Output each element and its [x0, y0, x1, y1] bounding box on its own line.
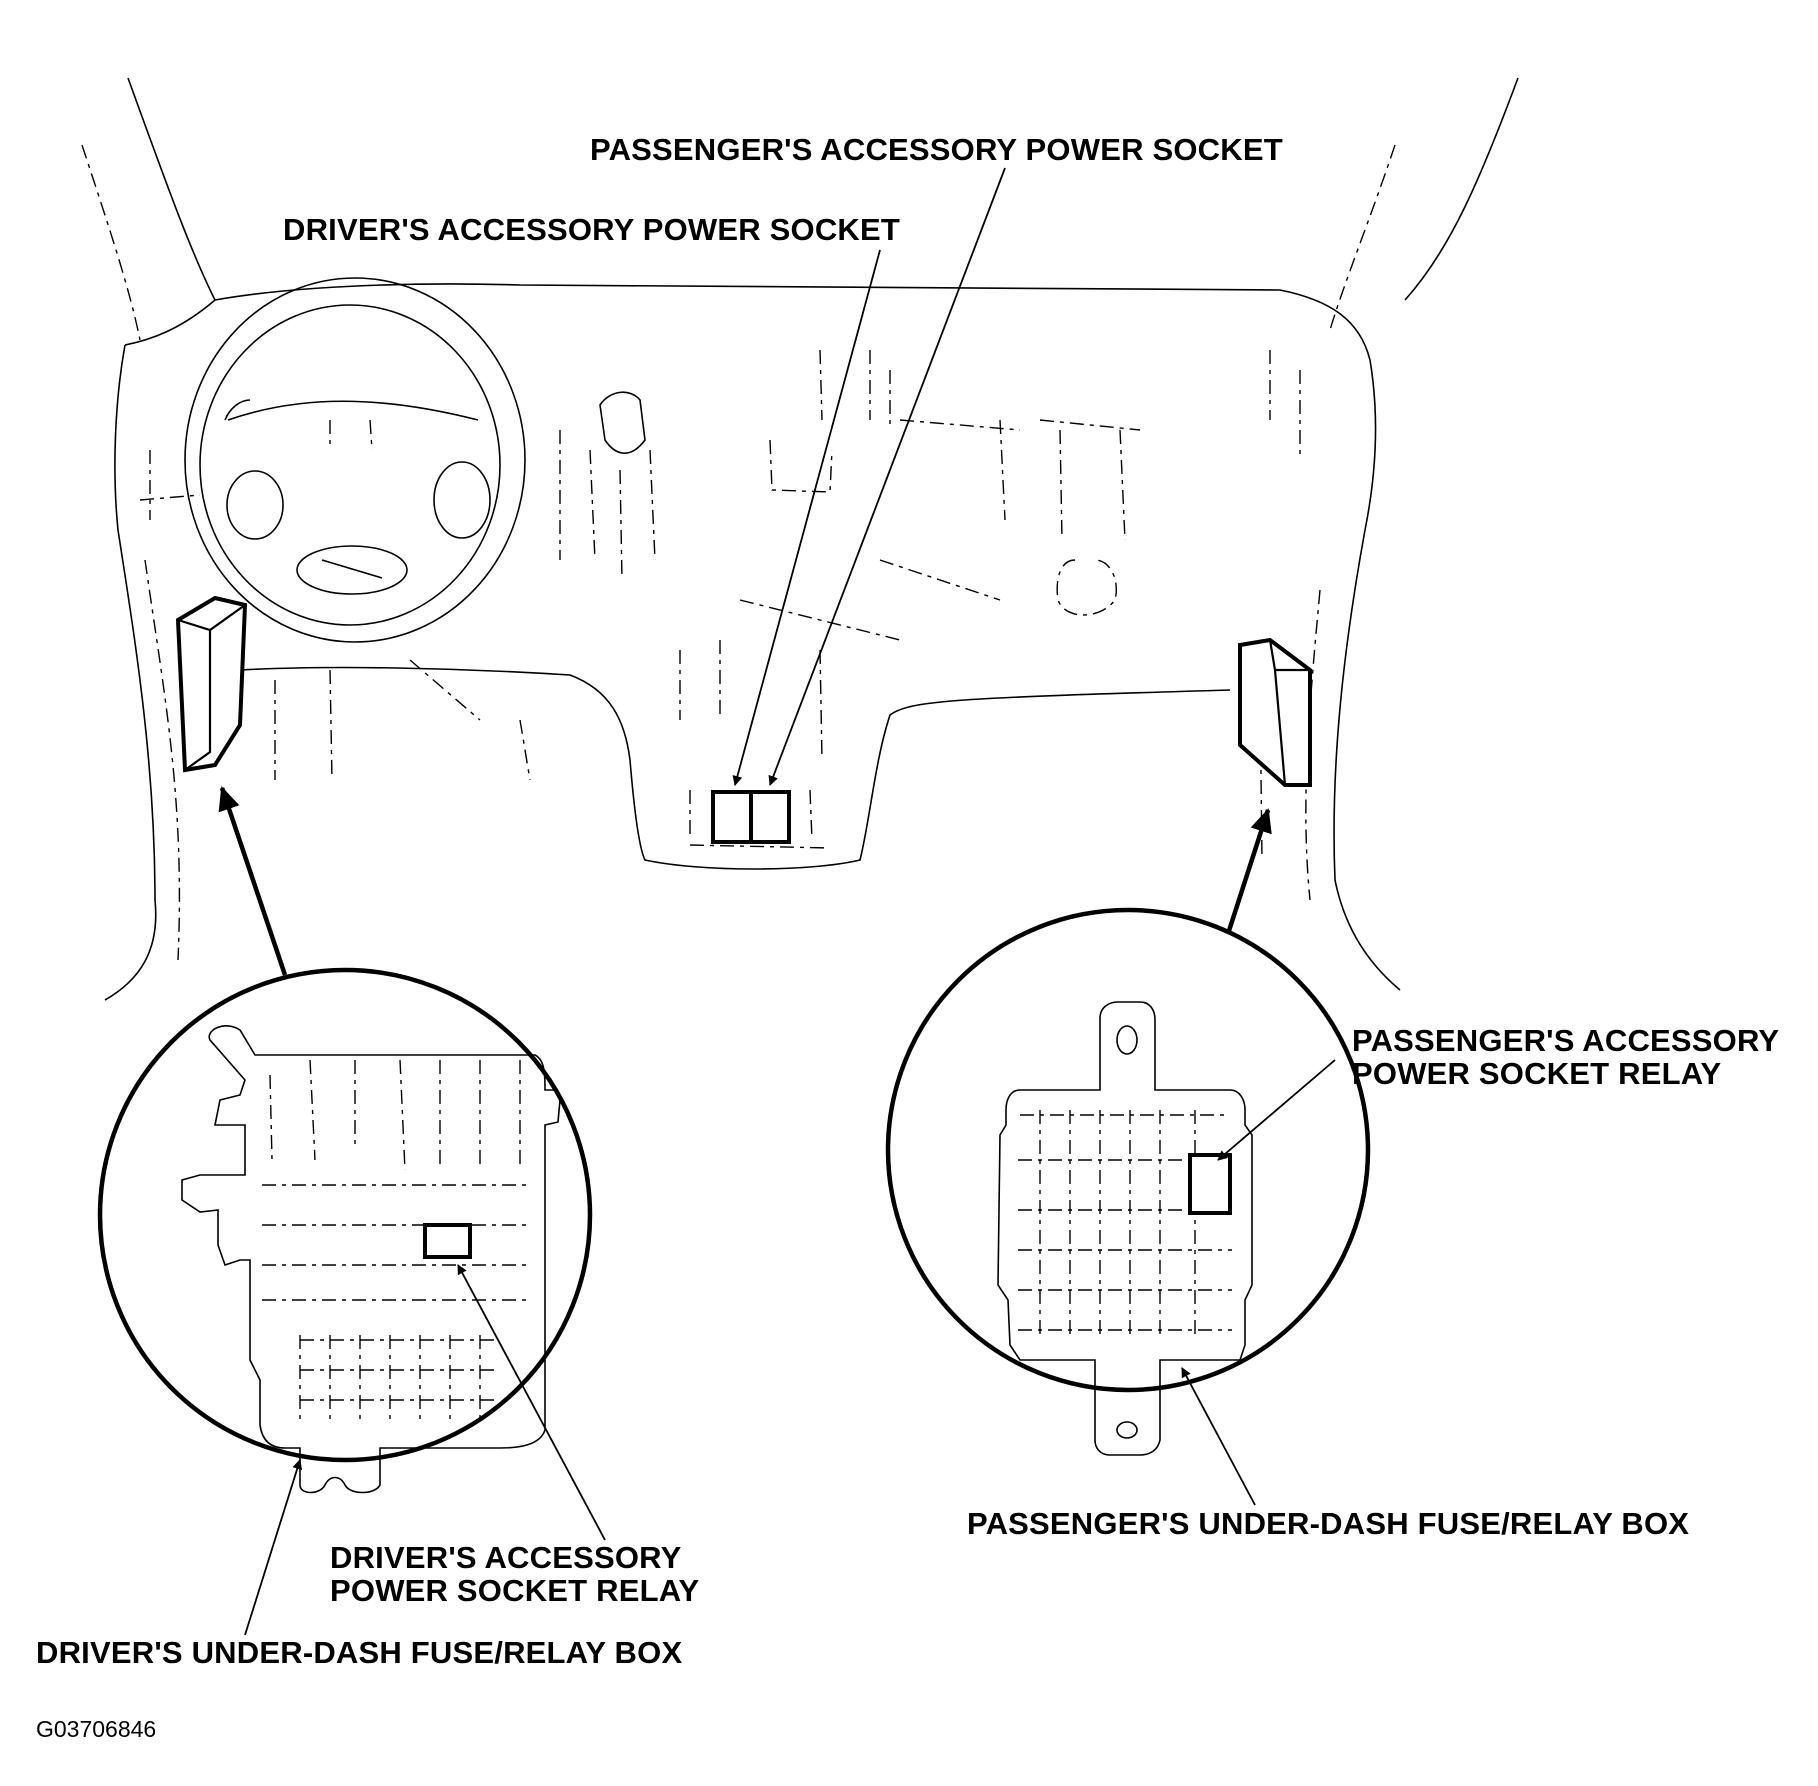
driver-relay-label-line2: POWER SOCKET RELAY — [330, 1572, 700, 1608]
passenger-relay-label-line2: POWER SOCKET RELAY — [1352, 1055, 1722, 1091]
driver-fuse-box-location — [175, 595, 248, 773]
a-pillars — [81, 77, 1519, 341]
steering-wheel — [184, 277, 526, 643]
figure-code: G03706846 — [36, 1716, 157, 1742]
socket-leaders — [732, 167, 1006, 786]
dash-details — [139, 349, 1301, 781]
passenger-fuse-box-location — [1238, 637, 1312, 787]
driver-relay-label-line1: DRIVER'S ACCESSORY — [330, 1540, 682, 1575]
driver-detail-circle — [97, 967, 593, 1494]
label-leaders — [244, 1059, 1336, 1636]
driver-socket-label: DRIVER'S ACCESSORY POWER SOCKET — [283, 212, 901, 247]
passenger-relay-label: PASSENGER'S ACCESSORY POWER SOCKET RELAY — [1352, 1023, 1780, 1091]
accessory-power-sockets — [689, 789, 813, 844]
driver-relay-label: DRIVER'S ACCESSORY POWER SOCKET RELAY — [330, 1540, 700, 1608]
passenger-detail-circle — [885, 907, 1371, 1456]
passenger-relay-label-line1: PASSENGER'S ACCESSORY — [1352, 1023, 1780, 1058]
dashboard-outline — [114, 283, 1377, 870]
driver-box-label: DRIVER'S UNDER-DASH FUSE/RELAY BOX — [36, 1635, 683, 1670]
passenger-socket-label: PASSENGER'S ACCESSORY POWER SOCKET — [590, 132, 1283, 167]
passenger-box-label: PASSENGER'S UNDER-DASH FUSE/RELAY BOX — [967, 1506, 1690, 1541]
